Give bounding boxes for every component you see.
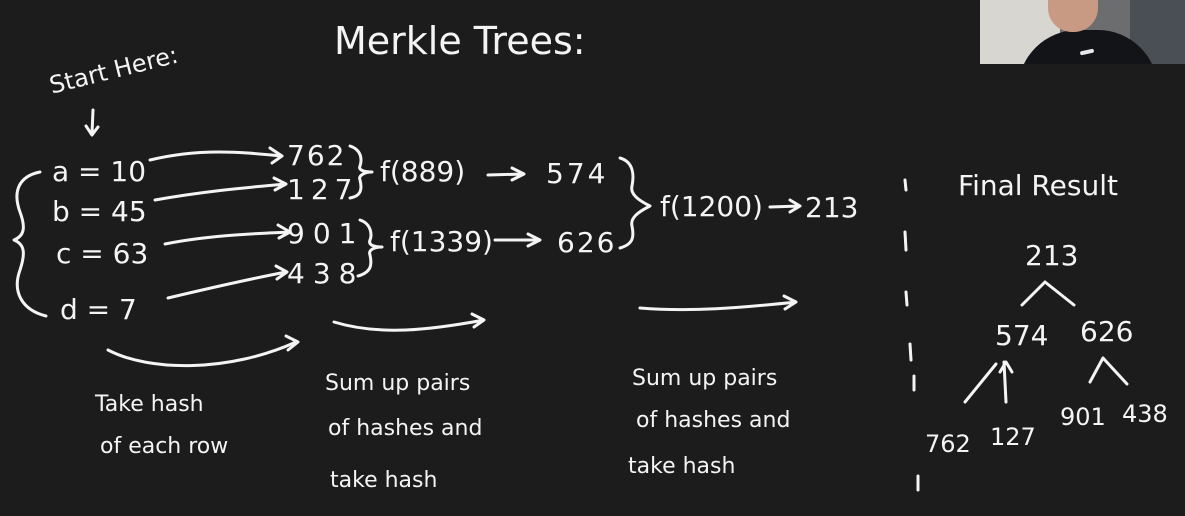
tree-branch-root (1020, 280, 1076, 307)
tree-branch-right (1088, 356, 1129, 386)
note-sum-a-3: take hash (330, 468, 438, 493)
final-leaf-1: 762 (925, 430, 971, 458)
root-func: f(1200) (660, 190, 763, 223)
row-b: b = 45 (52, 195, 147, 228)
arrow-sum-2 (493, 232, 542, 248)
pair-result-2: 626 (557, 226, 617, 259)
note-sum-a-1: Sum up pairs (325, 371, 471, 396)
final-leaf-2: 127 (990, 423, 1036, 451)
arrow-sum-1 (486, 166, 526, 182)
final-root: 213 (1025, 239, 1079, 272)
arrow-explain-2 (332, 312, 486, 332)
hash-b: 127 (287, 173, 359, 206)
note-sum-b-3: take hash (628, 454, 736, 479)
pair-func-2: f(1339) (390, 225, 493, 258)
final-leaf-4: 438 (1122, 400, 1168, 428)
arrow-explain-3 (638, 294, 798, 312)
webcam-thumbnail (980, 0, 1185, 64)
pair-func-1: f(889) (380, 155, 466, 188)
hash-a: 762 (287, 139, 347, 172)
note-sum-b-1: Sum up pairs (632, 366, 778, 391)
arrow-d (166, 264, 289, 300)
arrow-a (148, 146, 284, 165)
left-brace (12, 170, 48, 318)
pair-result-1: 574 (546, 157, 609, 190)
arrow-c (163, 223, 292, 246)
brace-pair-1 (348, 144, 374, 200)
note-sum-a-2: of hashes and (328, 416, 483, 441)
start-arrow (84, 108, 100, 137)
brace-sums (618, 156, 652, 250)
tree-branch-left (963, 360, 1014, 404)
brace-pair-2 (356, 218, 384, 278)
row-d: d = 7 (60, 293, 137, 326)
note-take-hash-1: Take hash (95, 392, 204, 417)
arrow-explain-1 (106, 334, 300, 368)
arrow-b (153, 176, 288, 202)
final-leaf-3: 901 (1060, 403, 1106, 431)
row-a: a = 10 (52, 155, 147, 188)
final-left: 574 (995, 319, 1049, 352)
divider (903, 178, 920, 492)
arrow-root (768, 198, 802, 214)
note-take-hash-2: of each row (100, 434, 229, 459)
root-result: 213 (805, 191, 859, 224)
hash-c: 901 (287, 217, 365, 250)
final-heading: Final Result (958, 169, 1118, 202)
note-sum-b-2: of hashes and (636, 408, 791, 433)
hash-d: 438 (287, 257, 365, 290)
row-c: c = 63 (56, 237, 149, 270)
diagram-title: Merkle Trees: (334, 19, 586, 63)
final-right: 626 (1080, 315, 1134, 348)
